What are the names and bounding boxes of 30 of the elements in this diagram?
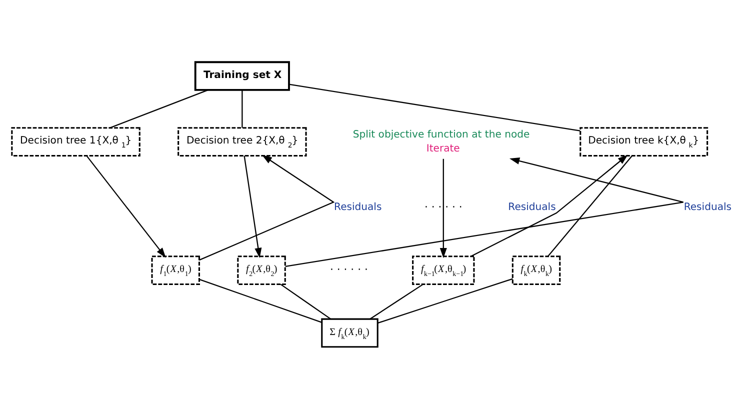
connector [110,89,208,128]
arrow [199,154,334,260]
arrow [285,156,684,266]
connector [242,90,243,128]
connector [378,278,513,324]
node-text: Split objective function at the node [352,128,530,140]
connector [280,283,331,319]
arrow [470,154,628,256]
connector [288,83,580,131]
connector [370,283,424,319]
connector [199,278,322,322]
node-box: Decision tree k{X,θ$_{k}$} [580,126,708,156]
label: · · · · · · [330,262,368,276]
node-box: f$_{k−1}$(X,θ$_{k−1}$) [412,255,475,284]
edge-label: Residuals [508,202,556,213]
arrow [86,154,166,258]
node-box: f$_{2}$(X,θ$_{2}$) [237,255,286,284]
node-box: Training set X [194,60,290,90]
node-box: f$_{1}$(X,θ$_{1}$) [151,255,200,284]
node-box: Decision tree 2{X,θ$_{2}$} [178,126,307,156]
label: · · · · · · [424,200,462,213]
edge-label: Residuals [334,202,382,213]
arrow [244,155,262,258]
edge-label: Residuals [684,202,732,213]
node-label: Iterate [426,142,460,154]
node-box: f$_{k}$(X,θ$_{k}$) [512,255,561,284]
node-box: Σ f$_{k}$(X,θ$_{k}$) [321,318,378,348]
arrow [440,158,447,258]
connector [548,154,633,256]
node-box: Decision tree 1{X,θ$_{1}$} [11,126,140,156]
